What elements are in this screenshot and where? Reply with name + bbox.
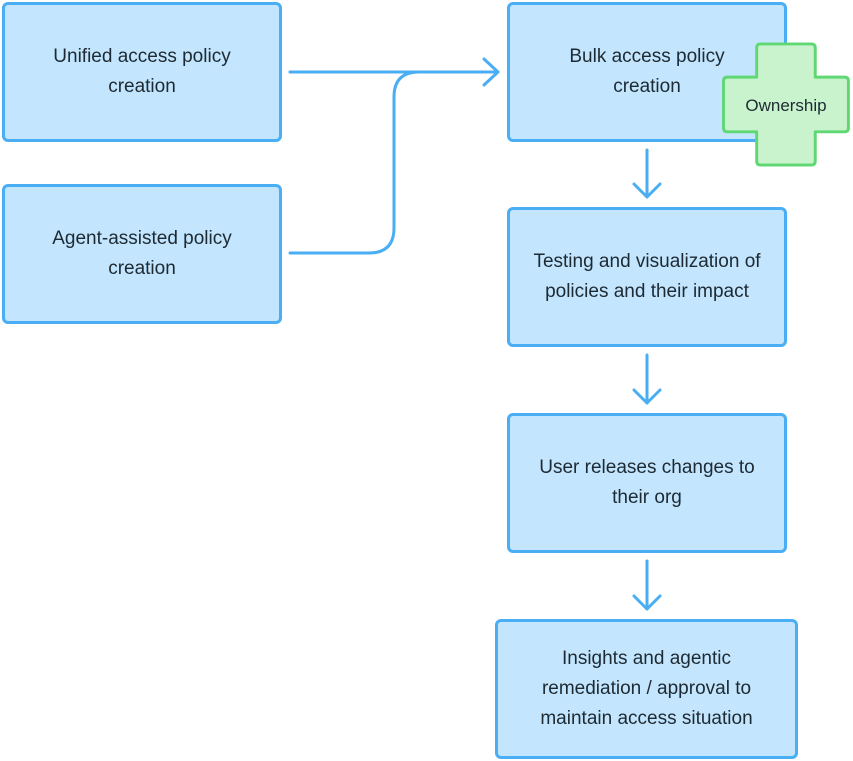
node-label: User releases changes to their org: [539, 457, 755, 508]
node-label: Insights and agentic remediation / appro…: [540, 648, 753, 729]
ownership-badge: Ownership: [722, 42, 850, 170]
node-testing-and-visualization: Testing and visualization of policies an…: [507, 207, 787, 347]
node-label: Bulk access policy creation: [569, 46, 725, 97]
arrowhead-bulk-icon: [482, 57, 500, 87]
connector-agent-to-bulk: [288, 70, 421, 255]
node-agent-assisted-policy-creation: Agent-assisted policy creation: [2, 184, 282, 324]
arrowhead-testing-icon: [632, 182, 662, 199]
arrowhead-releases-icon: [632, 388, 662, 405]
ownership-label: Ownership: [745, 96, 827, 115]
arrowhead-insights-icon: [632, 594, 662, 611]
node-insights-and-remediation: Insights and agentic remediation / appro…: [495, 619, 798, 759]
node-label: Agent-assisted policy creation: [52, 228, 232, 279]
node-unified-access-policy-creation: Unified access policy creation: [2, 2, 282, 142]
node-label: Testing and visualization of policies an…: [533, 251, 761, 302]
node-user-releases-changes: User releases changes to their org: [507, 413, 787, 553]
node-label: Unified access policy creation: [53, 46, 231, 97]
plus-cross-icon: [722, 42, 850, 167]
